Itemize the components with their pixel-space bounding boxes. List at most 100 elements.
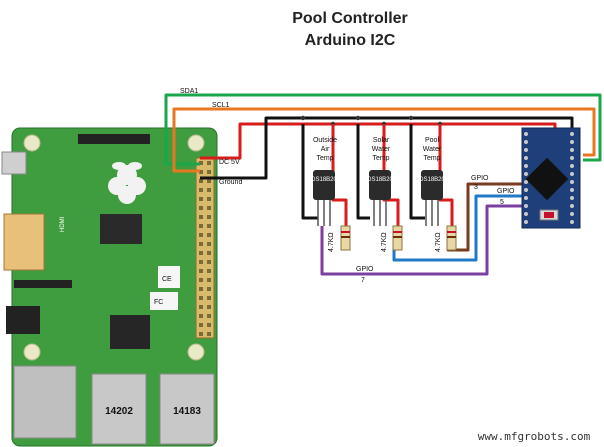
camera-connector (14, 280, 72, 288)
micro-usb-port (1, 151, 27, 175)
raspberry-logo-icon (108, 162, 146, 204)
svg-text:14183: 14183 (173, 406, 201, 417)
gpio-pin (207, 170, 211, 174)
fcc-mark-icon (150, 292, 178, 310)
wire-junction (355, 115, 361, 121)
svg-text:CE: CE (162, 276, 172, 283)
gpio-pin (207, 233, 211, 237)
gpio-pin (199, 278, 203, 282)
lan-chip (110, 315, 150, 349)
usb-port-1: 14202 (91, 373, 147, 445)
ethernet-port (13, 365, 77, 439)
gpio-pin (199, 296, 203, 300)
svg-text:Temp: Temp (372, 155, 389, 162)
ds18b20-sensor-1 (313, 170, 335, 200)
arduino-pin (570, 204, 574, 208)
gpio7-label-b: 7 (361, 277, 365, 284)
gpio-pin (207, 179, 211, 183)
sensor-outside-air: Outside Air Temp DS18B20 4.7KΩ (301, 124, 351, 252)
gpio-pin (199, 323, 203, 327)
svg-text:Outside: Outside (313, 137, 337, 144)
arduino-pin (570, 132, 574, 136)
soc-chip (100, 214, 142, 244)
gpio-pin (199, 242, 203, 246)
gpio-pin (199, 188, 203, 192)
gpio-pin (207, 323, 211, 327)
arduino-pin (570, 140, 574, 144)
arduino-pin (570, 148, 574, 152)
gpio-pin (207, 269, 211, 273)
audio-jack (6, 306, 40, 334)
arduino-pin (570, 156, 574, 160)
svg-text:FC: FC (154, 299, 163, 306)
svg-text:4.7KΩ: 4.7KΩ (435, 232, 442, 252)
gpio-pin (199, 269, 203, 273)
arduino-pin (524, 172, 528, 176)
wires (164, 93, 602, 276)
svg-text:Solar: Solar (373, 137, 390, 144)
sda-label: SDA1 (180, 88, 198, 95)
arduino-pin (524, 132, 528, 136)
gpio-pin (207, 251, 211, 255)
gpio-pin (199, 251, 203, 255)
gpio-pin (207, 197, 211, 201)
gpio-pin (207, 314, 211, 318)
gpio7-label-a: GPIO (356, 266, 374, 273)
scl-wire (172, 107, 596, 173)
sensor-solar-water: Solar Water Temp DS18B20 4.7KΩ (356, 124, 403, 252)
arduino-pin (570, 188, 574, 192)
gpio-pin (207, 224, 211, 228)
svg-text:DS18B20: DS18B20 (311, 177, 337, 183)
gpio-pin (207, 206, 211, 210)
svg-text:DS18B20: DS18B20 (419, 177, 445, 183)
arduino-pin (524, 196, 528, 200)
gpio-pin (207, 242, 211, 246)
usb-port-2: 14183 (159, 373, 215, 445)
svg-text:Water: Water (423, 146, 442, 153)
svg-text:Pool: Pool (425, 137, 439, 144)
gpio-pin (207, 278, 211, 282)
dc5v-label: DC 5V (219, 159, 240, 166)
ds18b20-sensor-2 (369, 170, 391, 200)
arduino-pin (524, 212, 528, 216)
sda-wire (164, 93, 602, 166)
gpio-pin (199, 179, 203, 183)
gpio-pin (207, 215, 211, 219)
arduino-board (521, 127, 581, 229)
svg-text:Temp: Temp (316, 155, 333, 162)
diagram-title-line1: Pool Controller (292, 10, 408, 27)
gpio-pin (199, 332, 203, 336)
sensor-group: Outside Air Temp DS18B20 4.7KΩ Solar Wat… (301, 124, 457, 252)
gpio-pin (199, 305, 203, 309)
gpio-pin (199, 197, 203, 201)
gpio3-label-b: 3 (474, 184, 478, 191)
arduino-pin (524, 204, 528, 208)
gpio-pin (207, 260, 211, 264)
arduino-pin (524, 156, 528, 160)
ds18b20-sensor-3 (421, 170, 443, 200)
arduino-pin (524, 220, 528, 224)
gpio-pin (199, 314, 203, 318)
raspberry-pi-board: CE FC HDMI 14202 14183 (1, 127, 218, 447)
gpio-pin (199, 260, 203, 264)
gpio5-label-b: 5 (500, 199, 504, 206)
arduino-pin (570, 164, 574, 168)
arduino-pin (524, 180, 528, 184)
arduino-pin (570, 172, 574, 176)
wire-junction (300, 115, 306, 121)
svg-text:DS18B20: DS18B20 (367, 177, 393, 183)
gpio-pin (207, 188, 211, 192)
sensor-pool-water: Pool Water Temp DS18B20 4.7KΩ (409, 124, 457, 252)
gpio-pin (199, 170, 203, 174)
diagram-title-line2: Arduino I2C (305, 32, 396, 49)
svg-text:4.7KΩ: 4.7KΩ (328, 232, 335, 252)
arduino-pin (570, 180, 574, 184)
svg-text:Water: Water (372, 146, 391, 153)
arduino-pin (524, 148, 528, 152)
gpio3-label-a: GPIO (471, 175, 489, 182)
display-connector (78, 134, 150, 144)
hdmi-label: HDMI (60, 216, 66, 232)
hdmi-port (3, 213, 45, 271)
svg-text:Temp: Temp (423, 155, 440, 162)
